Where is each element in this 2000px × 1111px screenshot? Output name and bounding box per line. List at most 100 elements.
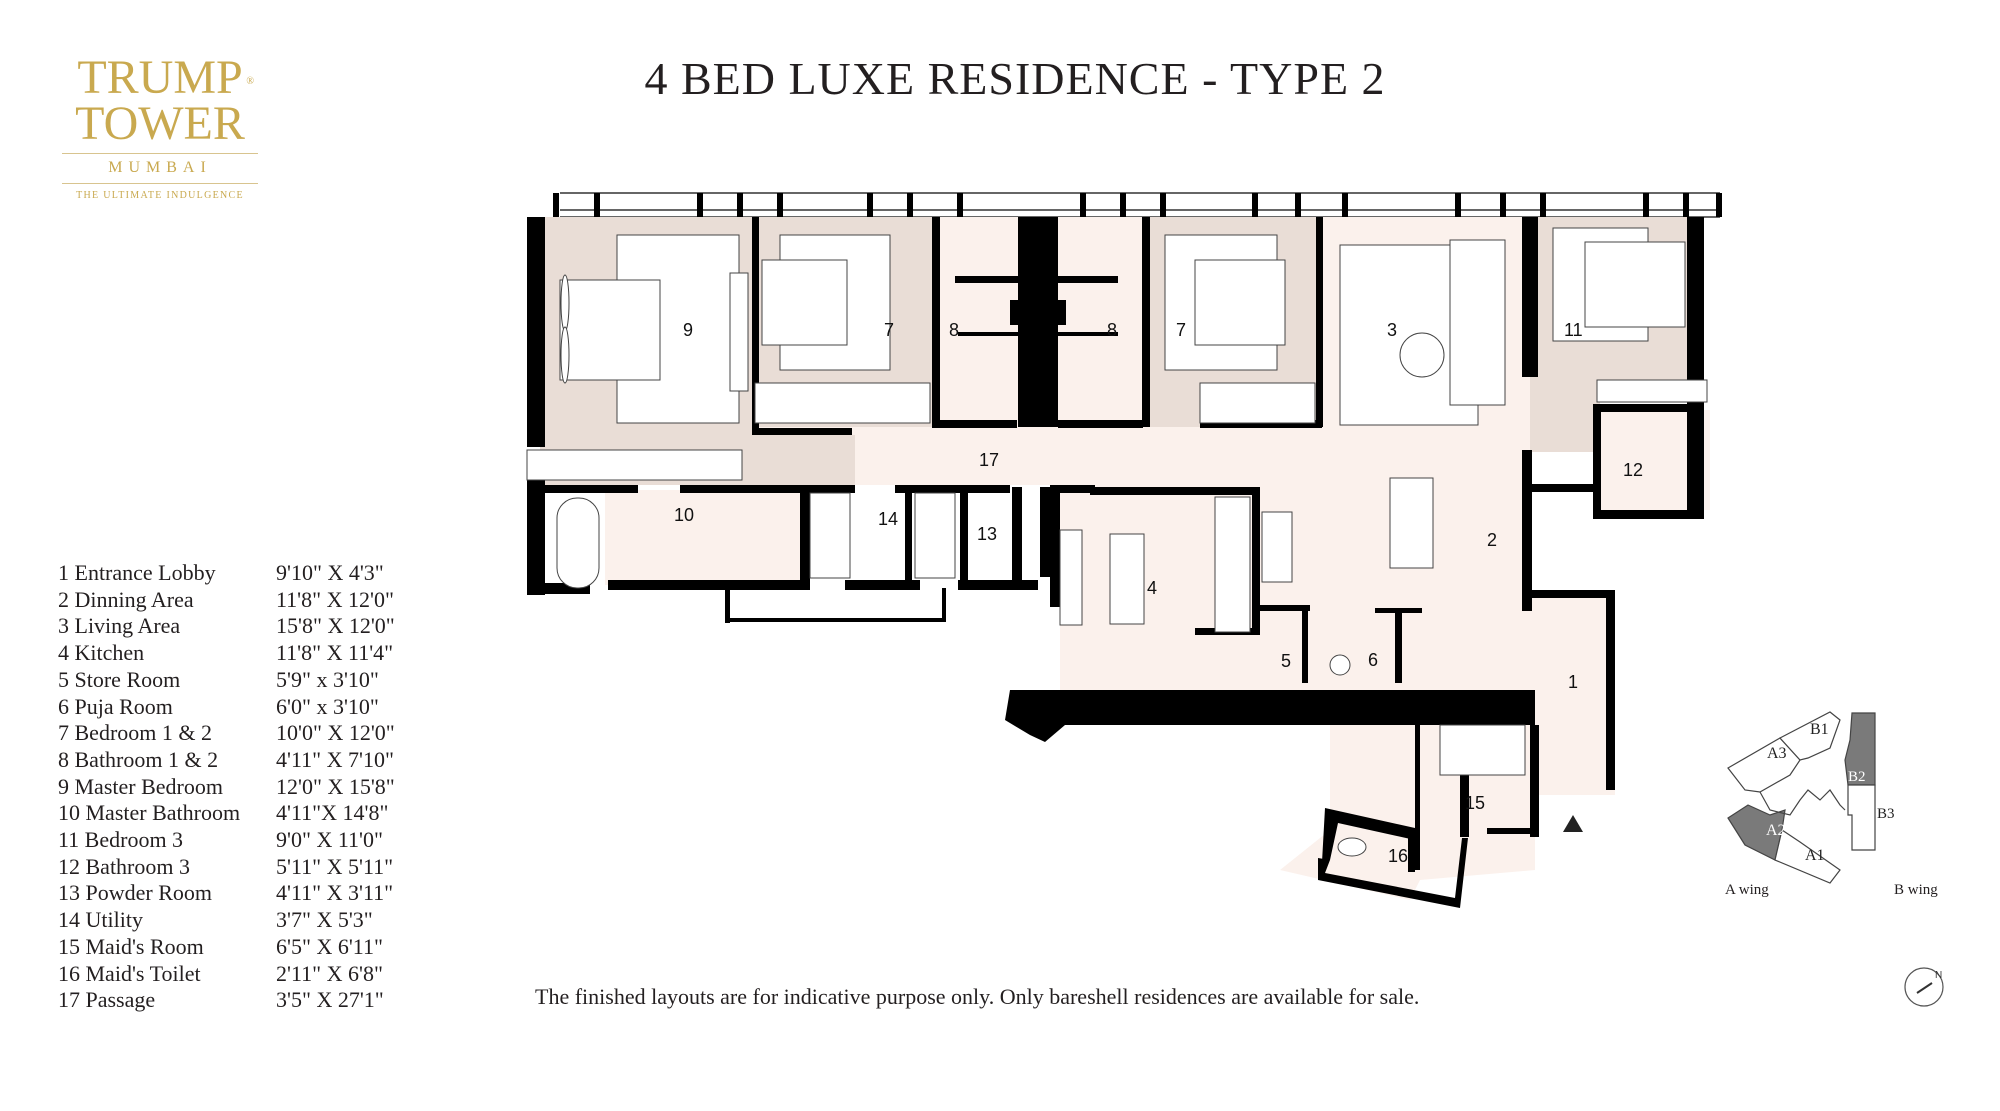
legend-room-dimensions: 5'9" x 3'10" bbox=[276, 666, 379, 692]
svg-text:4: 4 bbox=[1147, 578, 1157, 598]
svg-text:15: 15 bbox=[1465, 793, 1485, 813]
walls bbox=[527, 217, 1704, 908]
svg-text:5: 5 bbox=[1281, 651, 1291, 671]
legend-row: 17 Passage 3'5" X 27'1" bbox=[58, 987, 395, 1014]
svg-text:10: 10 bbox=[674, 505, 694, 525]
legend-room-dimensions: 6'5" X 6'11" bbox=[276, 933, 383, 959]
compass-icon: N bbox=[1904, 967, 1944, 1007]
entrance-marker-icon bbox=[1563, 815, 1583, 832]
legend-row: 12 Bathroom 3 5'11" X 5'11" bbox=[58, 854, 395, 881]
legend-room-dimensions: 4'11" X 3'11" bbox=[276, 880, 394, 906]
brand-logo: TRUMP® TOWER MUMBAI THE ULTIMATE INDULGE… bbox=[60, 54, 260, 203]
svg-text:14: 14 bbox=[878, 509, 898, 529]
svg-text:12: 12 bbox=[1623, 460, 1643, 480]
legend-room-name: 12 Bathroom 3 bbox=[58, 853, 190, 879]
svg-text:B1: B1 bbox=[1810, 721, 1829, 738]
logo-city: MUMBAI bbox=[108, 159, 212, 176]
svg-text:16: 16 bbox=[1388, 846, 1408, 866]
legend-row: 5 Store Room 5'9" x 3'10" bbox=[58, 667, 395, 694]
page-title: 4 BED LUXE RESIDENCE - TYPE 2 bbox=[644, 53, 1386, 104]
svg-text:N: N bbox=[1935, 970, 1942, 981]
key-unit-b3 bbox=[1847, 784, 1876, 851]
svg-text:11: 11 bbox=[1564, 320, 1583, 340]
svg-text:13: 13 bbox=[977, 524, 997, 544]
svg-text:2: 2 bbox=[1487, 530, 1497, 550]
legend-row: 7 Bedroom 1 & 2 10'0" X 12'0" bbox=[58, 720, 395, 747]
legend-room-name: 6 Puja Room bbox=[58, 693, 173, 719]
legend-room-dimensions: 12'0" X 15'8" bbox=[276, 773, 395, 799]
legend-row: 9 Master Bedroom 12'0" X 15'8" bbox=[58, 774, 395, 801]
key-plan-wing-b: B wing bbox=[1894, 882, 1938, 898]
legend-room-name: 4 Kitchen bbox=[58, 640, 145, 666]
svg-text:8: 8 bbox=[1107, 320, 1117, 340]
svg-text:7: 7 bbox=[1176, 320, 1186, 340]
furniture bbox=[526, 227, 1708, 857]
legend-row: 6 Puja Room 6'0" x 3'10" bbox=[58, 694, 395, 721]
legend-room-dimensions: 3'7" X 5'3" bbox=[276, 907, 373, 933]
legend-row: 8 Bathroom 1 & 2 4'11" X 7'10" bbox=[58, 747, 395, 774]
svg-text:B3: B3 bbox=[1877, 806, 1895, 822]
legend-room-name: 7 Bedroom 1 & 2 bbox=[58, 720, 212, 746]
registered-mark: ® bbox=[246, 76, 254, 87]
logo-divider bbox=[62, 153, 258, 154]
railing-posts bbox=[553, 193, 1722, 217]
legend-row: 4 Kitchen 11'8" X 11'4" bbox=[58, 640, 395, 667]
legend-room-name: 9 Master Bedroom bbox=[58, 773, 223, 799]
legend-room-dimensions: 11'8" X 12'0" bbox=[276, 586, 394, 612]
svg-text:1: 1 bbox=[1568, 672, 1578, 692]
svg-text:A3: A3 bbox=[1767, 745, 1787, 762]
legend-room-name: 3 Living Area bbox=[58, 613, 181, 639]
legend-room-dimensions: 10'0" X 12'0" bbox=[276, 720, 395, 746]
key-unit-a1 bbox=[1774, 829, 1841, 884]
svg-text:7: 7 bbox=[884, 320, 894, 340]
room-labels: 9 7 8 8 7 3 11 17 12 10 14 13 2 4 5 6 1 … bbox=[674, 320, 1643, 866]
svg-text:A2: A2 bbox=[1766, 822, 1786, 839]
legend-room-name: 14 Utility bbox=[58, 907, 143, 933]
legend-room-dimensions: 2'11" X 6'8" bbox=[276, 960, 383, 986]
svg-text:B2: B2 bbox=[1848, 769, 1866, 785]
legend-room-dimensions: 6'0" x 3'10" bbox=[276, 693, 379, 719]
key-unit-a2 bbox=[1727, 804, 1786, 861]
legend-room-dimensions: 4'11" X 7'10" bbox=[276, 746, 394, 772]
logo-divider bbox=[62, 183, 258, 184]
logo-line-tower: TOWER bbox=[75, 97, 245, 150]
legend-room-name: 11 Bedroom 3 bbox=[58, 827, 184, 853]
legend-row: 14 Utility 3'7" X 5'3" bbox=[58, 907, 395, 934]
disclaimer: The finished layouts are for indicative … bbox=[535, 984, 1420, 1009]
logo-tagline: THE ULTIMATE INDULGENCE bbox=[76, 190, 244, 201]
legend-room-dimensions: 11'8" X 11'4" bbox=[276, 640, 394, 666]
legend-room-dimensions: 9'0" X 11'0" bbox=[276, 827, 383, 853]
legend-room-dimensions: 4'11"X 14'8" bbox=[276, 800, 389, 826]
svg-text:6: 6 bbox=[1368, 650, 1378, 670]
legend-room-name: 15 Maid's Room bbox=[58, 933, 204, 959]
legend-room-name: 2 Dinning Area bbox=[58, 586, 194, 612]
legend-room-dimensions: 15'8" X 12'0" bbox=[276, 613, 395, 639]
legend-row: 3 Living Area 15'8" X 12'0" bbox=[58, 613, 395, 640]
key-plan-labels: A3 B1 B2 B3 A2 A1 bbox=[1766, 721, 1895, 864]
legend-room-name: 10 Master Bathroom bbox=[58, 800, 241, 826]
legend-room-dimensions: 3'5" X 27'1" bbox=[276, 987, 384, 1013]
legend-room-name: 8 Bathroom 1 & 2 bbox=[58, 746, 219, 772]
legend-room-name: 16 Maid's Toilet bbox=[58, 960, 201, 986]
legend-row: 11 Bedroom 3 9'0" X 11'0" bbox=[58, 827, 395, 854]
key-plan bbox=[1727, 711, 1876, 884]
legend-room-name: 17 Passage bbox=[58, 987, 156, 1013]
legend-room-name: 13 Powder Room bbox=[58, 880, 212, 906]
svg-text:A1: A1 bbox=[1805, 847, 1825, 864]
svg-text:9: 9 bbox=[683, 320, 693, 340]
key-plan-wing-a: A wing bbox=[1725, 882, 1769, 898]
legend-room-dimensions: 5'11" X 5'11" bbox=[276, 853, 394, 879]
svg-text:8: 8 bbox=[949, 320, 959, 340]
legend-row: 10 Master Bathroom 4'11"X 14'8" bbox=[58, 800, 395, 827]
legend-row: 2 Dinning Area 11'8" X 12'0" bbox=[58, 587, 395, 614]
legend-room-name: 5 Store Room bbox=[58, 666, 181, 692]
svg-text:3: 3 bbox=[1387, 320, 1397, 340]
legend-row: 15 Maid's Room 6'5" X 6'11" bbox=[58, 934, 395, 961]
key-unit-b1 bbox=[1779, 711, 1841, 761]
legend-row: 13 Powder Room 4'11" X 3'11" bbox=[58, 880, 395, 907]
legend-room-name: 1 Entrance Lobby bbox=[58, 560, 216, 585]
legend-row: 16 Maid's Toilet 2'11" X 6'8" bbox=[58, 961, 395, 988]
